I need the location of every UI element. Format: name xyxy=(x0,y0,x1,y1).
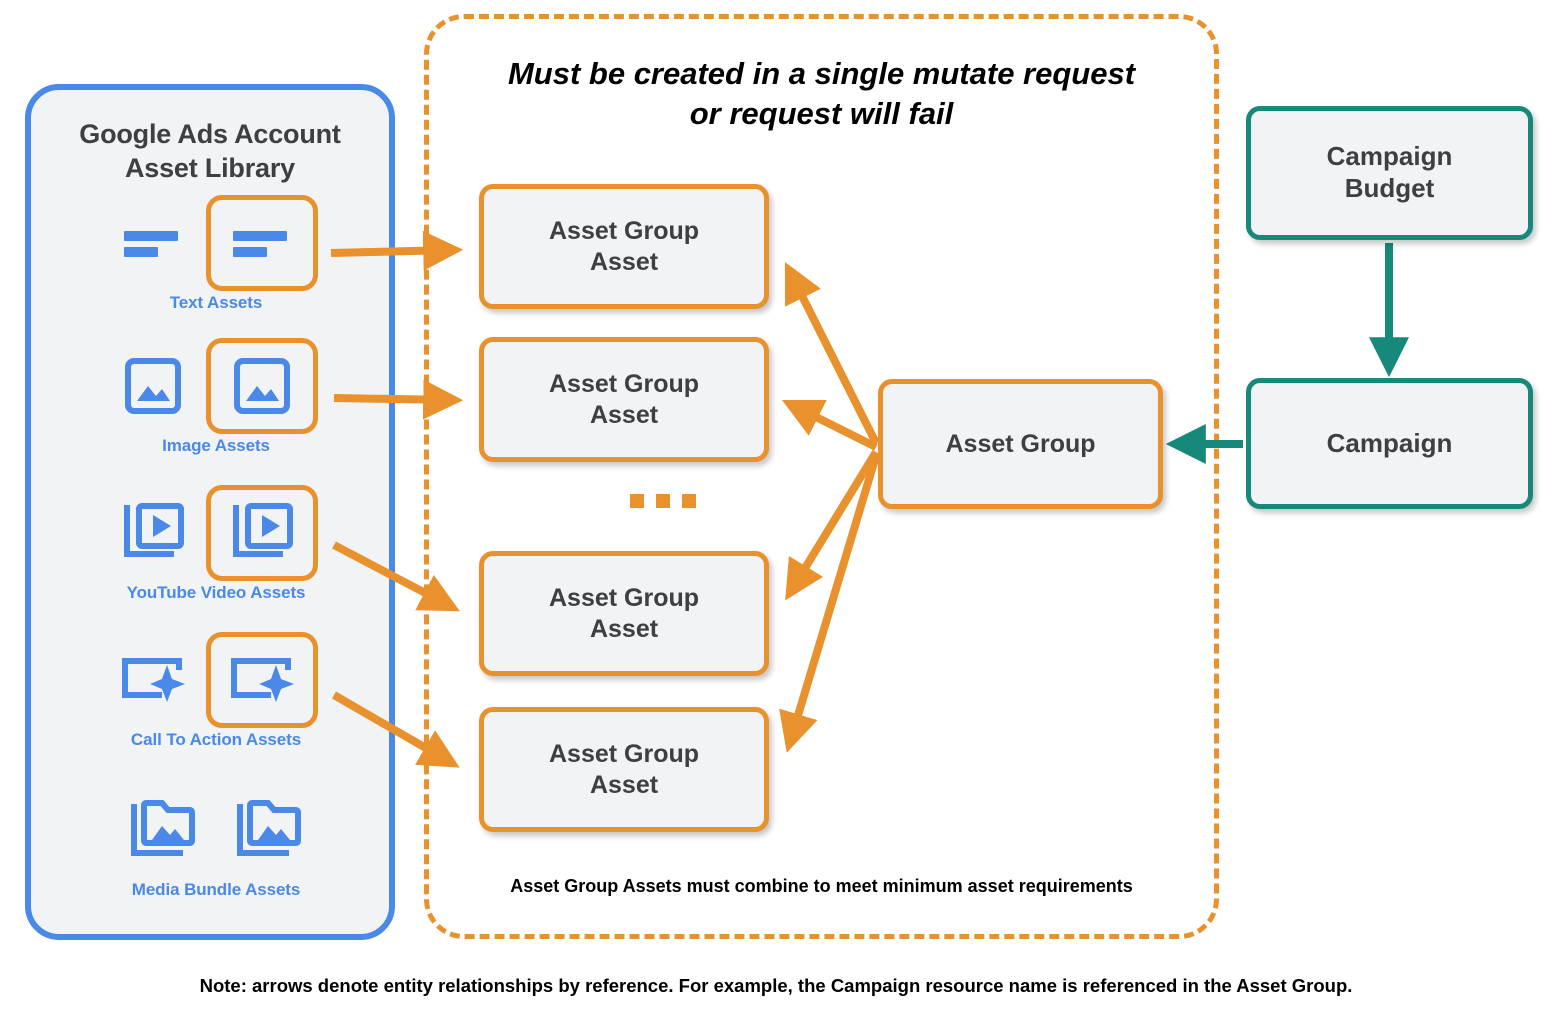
mutate-footnote: Asset Group Assets must combine to meet … xyxy=(510,876,1133,896)
asset-row-cta[interactable]: Call To Action Assets xyxy=(31,632,401,767)
image-icon xyxy=(114,350,192,422)
ellipsis-dot-1 xyxy=(630,494,644,508)
ellipsis-dot-2 xyxy=(656,494,670,508)
campaign-budget-node[interactable]: Campaign Budget xyxy=(1246,106,1533,240)
asset-group-asset-node-3[interactable]: Asset Group Asset xyxy=(479,551,769,676)
campaign-budget-line1: Campaign xyxy=(1326,141,1453,172)
campaign-label: Campaign xyxy=(1326,427,1453,458)
mutate-header: Must be created in a single mutate reque… xyxy=(424,54,1219,135)
aga-4-line1: Asset Group xyxy=(548,740,700,768)
asset-library-title: Google Ads Account Asset Library xyxy=(31,118,389,186)
aga-1-line1: Asset Group xyxy=(548,217,700,245)
asset-group-node[interactable]: Asset Group xyxy=(878,379,1163,509)
mutate-header-line2: or request will fail xyxy=(689,96,954,132)
asset-library-title-line2: Asset Library xyxy=(125,152,295,183)
aga-2-line1: Asset Group xyxy=(548,370,700,398)
asset-row-media-bundle[interactable]: Media Bundle Assets xyxy=(31,782,401,917)
aga-2-line2: Asset xyxy=(589,400,659,429)
asset-group-asset-node-2[interactable]: Asset Group Asset xyxy=(479,337,769,462)
asset-library-title-line1: Google Ads Account xyxy=(79,119,341,149)
asset-icons-cta xyxy=(31,632,401,728)
video-stack-icon xyxy=(114,497,192,569)
call-to-action-icon-highlighted[interactable] xyxy=(206,632,318,728)
asset-label-cta: Call To Action Assets xyxy=(130,730,302,749)
asset-row-text[interactable]: Text Assets xyxy=(31,195,401,330)
video-stack-icon-highlighted[interactable] xyxy=(206,485,318,581)
asset-icons-image xyxy=(31,338,401,434)
asset-label-image: Image Assets xyxy=(162,436,270,455)
bottom-note: Note: arrows denote entity relationships… xyxy=(199,975,1353,996)
aga-4-line2: Asset xyxy=(589,770,659,799)
ellipsis-dot-3 xyxy=(682,494,696,508)
asset-icons-text xyxy=(31,195,401,291)
asset-row-video[interactable]: YouTube Video Assets xyxy=(31,485,401,620)
mutate-header-line1: Must be created in a single mutate reque… xyxy=(507,56,1136,91)
asset-library-panel: Google Ads Account Asset Library xyxy=(25,84,395,940)
text-lines-icon xyxy=(114,207,192,279)
asset-row-image[interactable]: Image Assets xyxy=(31,338,401,473)
asset-label-media-bundle: Media Bundle Assets xyxy=(131,880,301,899)
text-lines-icon-highlighted[interactable] xyxy=(206,195,318,291)
aga-3-line2: Asset xyxy=(589,614,659,643)
asset-label-text: Text Assets xyxy=(169,293,263,312)
asset-group-label: Asset Group xyxy=(945,429,1096,458)
asset-icons-video xyxy=(31,485,401,581)
aga-3-line1: Asset Group xyxy=(548,584,700,612)
call-to-action-icon xyxy=(114,644,192,716)
campaign-budget-line2: Budget xyxy=(1344,173,1435,203)
asset-group-asset-node-4[interactable]: Asset Group Asset xyxy=(479,707,769,832)
media-bundle-icon-2 xyxy=(230,794,308,866)
media-bundle-icon xyxy=(124,794,202,866)
asset-group-asset-node-1[interactable]: Asset Group Asset xyxy=(479,184,769,309)
aga-1-line2: Asset xyxy=(589,247,659,276)
ellipsis-indicator xyxy=(630,494,696,508)
asset-label-video: YouTube Video Assets xyxy=(126,583,306,602)
campaign-node[interactable]: Campaign xyxy=(1246,378,1533,509)
asset-icons-media-bundle xyxy=(31,782,401,878)
image-icon-highlighted[interactable] xyxy=(206,338,318,434)
